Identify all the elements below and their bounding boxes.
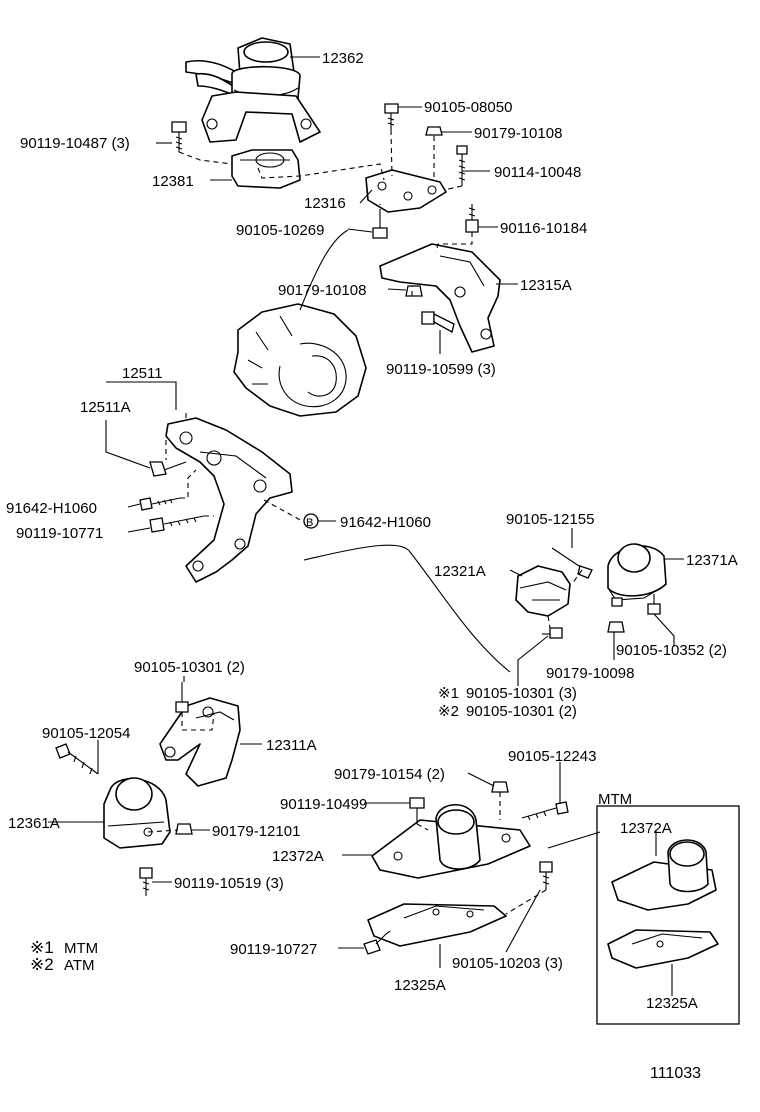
callouts: 12362 90105-08050 90179-10108 90119-1048… xyxy=(6,50,738,1012)
callout-90105-10203: 90105-10203 (3) xyxy=(452,955,563,972)
callout-12371a: 12371A xyxy=(686,552,738,569)
diagram-id: 111033 xyxy=(650,1065,701,1082)
part-12321a-drawing xyxy=(515,565,571,617)
circle-b-marker: B xyxy=(303,513,319,529)
part-12362-drawing xyxy=(185,37,321,143)
bolt-90105-10269 xyxy=(372,214,388,239)
legend-text-2: ATM xyxy=(64,957,95,974)
bolt-90119-10487 xyxy=(171,121,187,152)
bolt-90119-10599 xyxy=(421,311,455,333)
legend: ※1 MTM ※2 ATM xyxy=(30,938,98,974)
legend-mark-1: ※1 xyxy=(30,938,54,957)
bolt-90105-12155 xyxy=(551,547,593,579)
fasteners-12371a xyxy=(607,594,661,633)
callout-12316: 12316 xyxy=(304,195,346,212)
nut-90179-10108 xyxy=(405,285,423,297)
bolt-90105-12054 xyxy=(55,743,99,775)
marker-2: ※2 xyxy=(438,703,459,720)
callout-90105-08050: 90105-08050 xyxy=(424,99,512,116)
callout-12511a: 12511A xyxy=(80,399,131,416)
callout-12311a: 12311A xyxy=(266,737,317,754)
callout-90105-10301-2-upper: 90105-10301 (2) xyxy=(134,659,245,676)
part-12372a-center-drawing xyxy=(371,804,531,879)
legend-mark-2: ※2 xyxy=(30,955,54,974)
callout-90179-10108-a: 90179-10108 xyxy=(474,125,562,142)
callout-90119-10499: 90119-10499 xyxy=(280,796,367,813)
part-12371a-drawing xyxy=(607,543,667,607)
fasteners-12325a-center xyxy=(363,861,553,955)
callout-12321a: 12321A xyxy=(434,563,486,580)
callout-90179-10098: 90179-10098 xyxy=(546,665,634,682)
callout-90105-10301-2-lower: 90105-10301 (2) xyxy=(466,703,577,720)
callout-90105-12155: 90105-12155 xyxy=(506,511,594,528)
callout-12372a-mtm: 12372A xyxy=(620,820,672,837)
bolt-12321a-lower xyxy=(542,627,563,639)
part-12511-drawing xyxy=(165,417,293,583)
fasteners-top-right xyxy=(384,103,468,186)
callout-91642-h1060-b: 91642-H1060 xyxy=(340,514,431,531)
callout-12361a: 12361A xyxy=(8,815,60,832)
callout-90179-10108-b: 90179-10108 xyxy=(278,282,366,299)
callout-12325a-mtm: 12325A xyxy=(646,995,698,1012)
part-12325a-center-drawing xyxy=(367,903,507,947)
callout-90105-10352: 90105-10352 (2) xyxy=(616,642,727,659)
callout-90119-10771: 90119-10771 xyxy=(16,525,103,542)
part-12372a-mtm-drawing xyxy=(611,839,717,911)
nut-90179-12101 xyxy=(175,823,193,835)
mtm-box-label: MTM xyxy=(598,791,632,808)
callout-90179-12101: 90179-12101 xyxy=(212,823,300,840)
mtm-box-frame xyxy=(596,805,740,1025)
part-12316-drawing xyxy=(365,169,447,213)
part-12325a-mtm-drawing xyxy=(607,929,719,969)
part-12311a-drawing xyxy=(159,697,241,787)
callout-90114-10048: 90114-10048 xyxy=(494,164,581,181)
circle-b-letter: B xyxy=(306,517,313,529)
fasteners-12372a-center xyxy=(409,781,569,824)
callout-90119-10599: 90119-10599 (3) xyxy=(386,361,496,378)
callout-90105-10269: 90105-10269 xyxy=(236,222,324,239)
callout-12325a-center: 12325A xyxy=(394,977,446,994)
bolt-90119-10519 xyxy=(139,867,153,896)
part-12361a-drawing xyxy=(103,777,171,849)
engine-housing-drawing xyxy=(233,303,367,417)
callout-90119-10727: 90119-10727 xyxy=(230,941,317,958)
leader-lines xyxy=(48,56,684,996)
part-12315a-drawing xyxy=(379,243,501,353)
bolt-90105-10301-upper xyxy=(175,682,189,713)
callout-12381: 12381 xyxy=(152,173,194,190)
callout-91642-h1060-a: 91642-H1060 xyxy=(6,500,97,517)
callout-12372a-center: 12372A xyxy=(272,848,324,865)
stud-90116-10184 xyxy=(465,204,479,233)
callout-90179-10154: 90179-10154 (2) xyxy=(334,766,445,783)
callout-12362: 12362 xyxy=(322,50,364,67)
marker-1: ※1 xyxy=(438,685,459,702)
callout-12315a: 12315A xyxy=(520,277,572,294)
part-12381-drawing xyxy=(231,149,301,189)
callout-90105-12243: 90105-12243 xyxy=(508,748,596,765)
callout-90116-10184: 90116-10184 xyxy=(500,220,587,237)
dashed-alignment-lines xyxy=(147,129,583,935)
callout-12511: 12511 xyxy=(122,365,163,382)
callout-90105-12054: 90105-12054 xyxy=(42,725,130,742)
callout-90119-10487: 90119-10487 (3) xyxy=(20,135,130,152)
legend-text-1: MTM xyxy=(64,940,98,957)
callout-90119-10519: 90119-10519 (3) xyxy=(174,875,284,892)
bolts-12511-group xyxy=(139,461,205,533)
callout-90105-10301-3: 90105-10301 (3) xyxy=(466,685,577,702)
